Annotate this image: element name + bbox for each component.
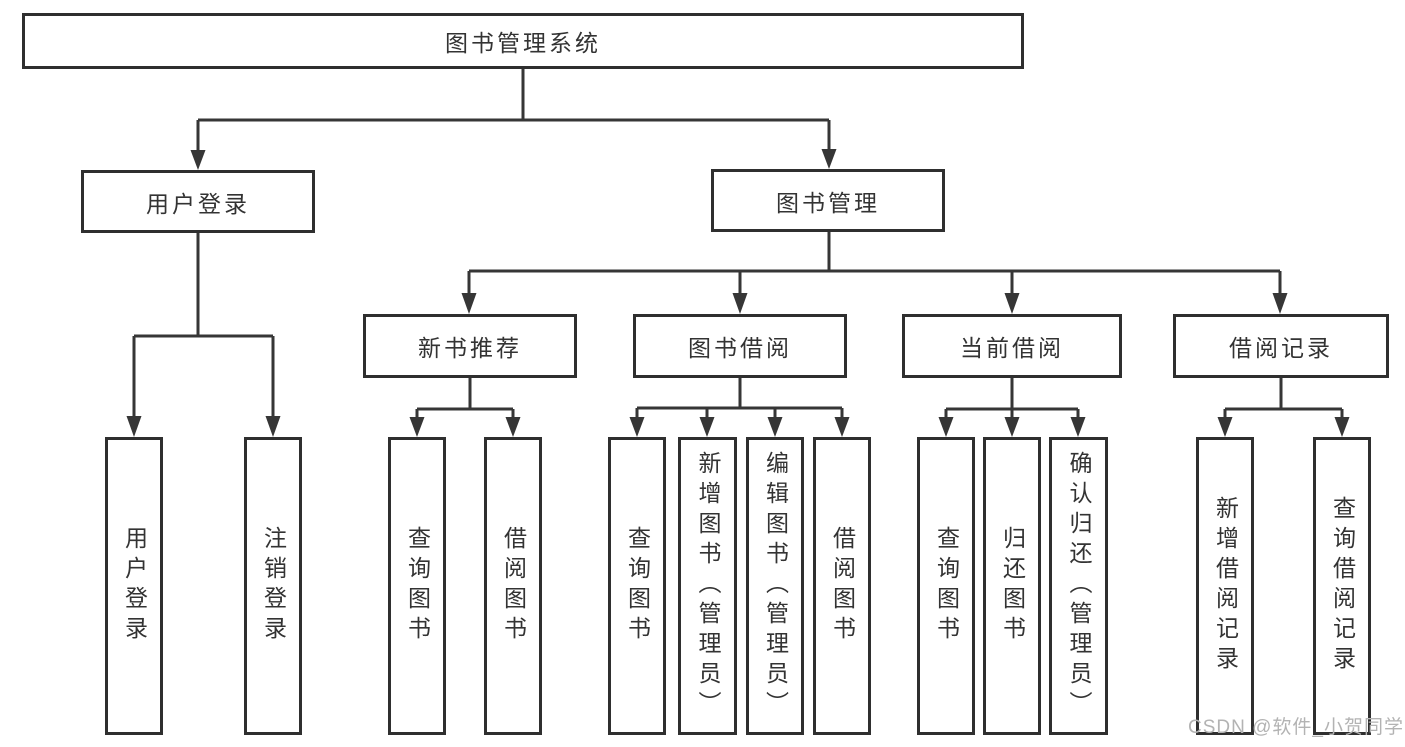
node-book-management: 图书管理 xyxy=(711,169,945,232)
leaf-return-book: 归还图书 xyxy=(983,437,1041,735)
leaf-borrow-books-recommend: 借阅图书 xyxy=(484,437,542,735)
leaf-add-book-admin: 新增图书（管理员） xyxy=(678,437,737,735)
node-current-borrow: 当前借阅 xyxy=(902,314,1122,378)
leaf-query-books-borrow: 查询图书 xyxy=(608,437,666,735)
node-borrow-records: 借阅记录 xyxy=(1173,314,1389,378)
connector-book-borrow-children xyxy=(629,378,850,437)
leaf-query-books-recommend: 查询图书 xyxy=(388,437,446,735)
connector-book-management-to-level3 xyxy=(461,232,1288,314)
leaf-add-borrow-record: 新增借阅记录 xyxy=(1196,437,1254,735)
leaf-query-books-current: 查询图书 xyxy=(917,437,975,735)
leaf-borrow-books-borrow: 借阅图书 xyxy=(813,437,871,735)
node-book-borrow: 图书借阅 xyxy=(633,314,847,378)
leaf-user-login: 用户登录 xyxy=(105,437,163,735)
connector-new-book-children xyxy=(409,378,521,437)
node-user-login: 用户登录 xyxy=(81,170,315,233)
node-new-book-recommend: 新书推荐 xyxy=(363,314,577,378)
connector-user-login-children xyxy=(126,233,281,437)
leaf-confirm-return-admin: 确认归还（管理员） xyxy=(1049,437,1108,735)
connector-root-to-level2 xyxy=(190,69,837,170)
connector-current-borrow-children xyxy=(938,378,1086,437)
node-library-management-system: 图书管理系统 xyxy=(22,13,1024,69)
leaf-query-borrow-record: 查询借阅记录 xyxy=(1313,437,1371,735)
leaf-logout: 注销登录 xyxy=(244,437,302,735)
leaf-edit-book-admin: 编辑图书（管理员） xyxy=(746,437,804,735)
connector-borrow-records-children xyxy=(1217,378,1350,437)
